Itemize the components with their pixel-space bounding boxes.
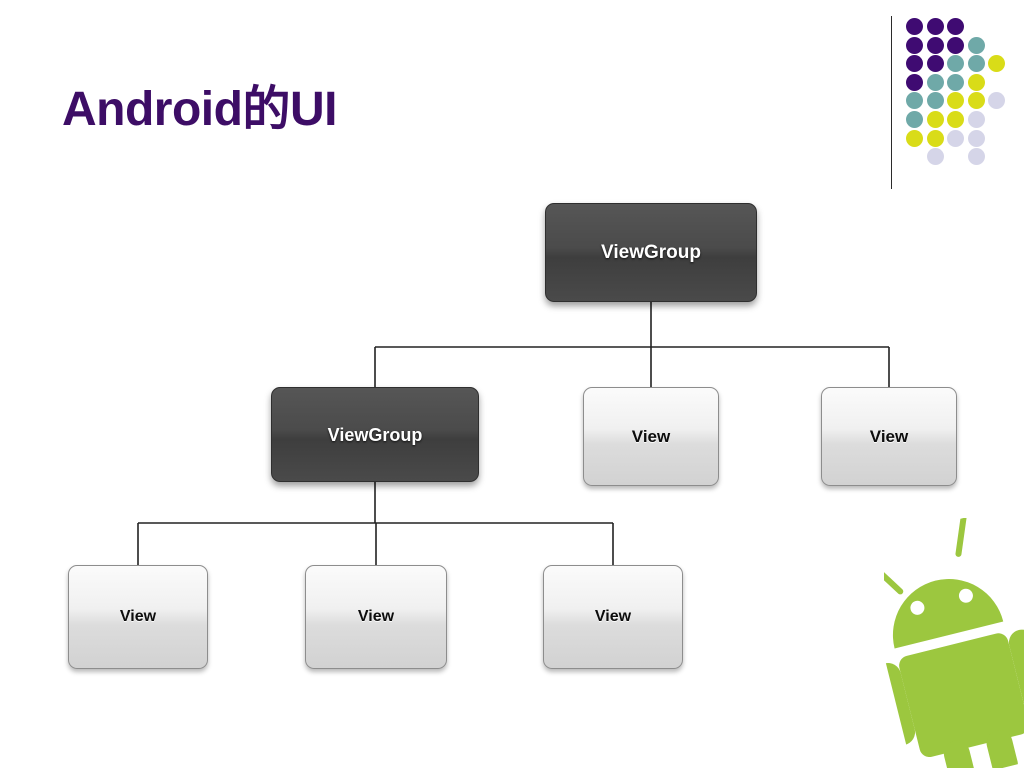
logo-dot-teal xyxy=(926,73,944,91)
diagram-node-label: View xyxy=(357,608,395,625)
logo-dot-teal xyxy=(926,92,944,110)
logo-dot-purple xyxy=(926,36,944,54)
logo-dot-purple xyxy=(926,55,944,73)
logo-dot-yellow xyxy=(947,111,964,128)
diagram-node-label: ViewGroup xyxy=(601,242,701,263)
logo-dot-lavender xyxy=(967,148,985,166)
logo-dot-teal xyxy=(906,92,923,110)
logo-dot-lavender xyxy=(947,129,964,147)
logo-dot-lavender xyxy=(988,92,1005,110)
logo-dot-lavender xyxy=(967,111,985,128)
logo-dot-yellow xyxy=(906,129,923,147)
logo-dot-yellow xyxy=(926,129,944,147)
diagram-node-view-b[interactable]: View xyxy=(821,387,957,486)
logo-dot-purple xyxy=(947,36,964,54)
logo-dot-lavender xyxy=(926,148,944,166)
logo-dot-lavender xyxy=(967,129,985,147)
diagram-node-label: ViewGroup xyxy=(327,424,423,445)
logo-dot-purple xyxy=(906,55,923,73)
logo-dot-teal xyxy=(967,55,985,73)
logo-dot-teal xyxy=(947,55,964,73)
logo-dot-yellow xyxy=(967,73,985,91)
logo-dot-purple xyxy=(906,36,923,54)
diagram-node-view-d[interactable]: View xyxy=(305,565,447,669)
logo-dot-purple xyxy=(906,73,923,91)
diagram-node-view-e[interactable]: View xyxy=(543,565,683,669)
logo-dot-purple xyxy=(947,18,964,35)
logo-dot-teal xyxy=(967,36,985,54)
logo-dot-purple xyxy=(906,18,923,35)
brand-divider-rule xyxy=(891,16,892,189)
brand-dot-grid-logo xyxy=(906,18,1006,168)
diagram-node-vg-root[interactable]: ViewGroup xyxy=(545,203,757,302)
diagram-node-label: View xyxy=(631,427,671,446)
logo-dot-yellow xyxy=(926,111,944,128)
diagram-node-label: View xyxy=(594,608,632,625)
logo-dot-yellow xyxy=(947,92,964,110)
logo-dot-teal xyxy=(906,111,923,128)
diagram-node-view-a[interactable]: View xyxy=(583,387,719,486)
logo-dot-teal xyxy=(947,73,964,91)
diagram-node-label: View xyxy=(119,608,157,625)
page-title: Android的UI xyxy=(62,83,337,136)
logo-dot-yellow xyxy=(967,92,985,110)
logo-dot-purple xyxy=(926,18,944,35)
logo-dot-yellow xyxy=(988,55,1005,73)
diagram-node-view-c[interactable]: View xyxy=(68,565,208,669)
diagram-node-vg-child[interactable]: ViewGroup xyxy=(271,387,479,482)
diagram-node-label: View xyxy=(869,427,909,446)
